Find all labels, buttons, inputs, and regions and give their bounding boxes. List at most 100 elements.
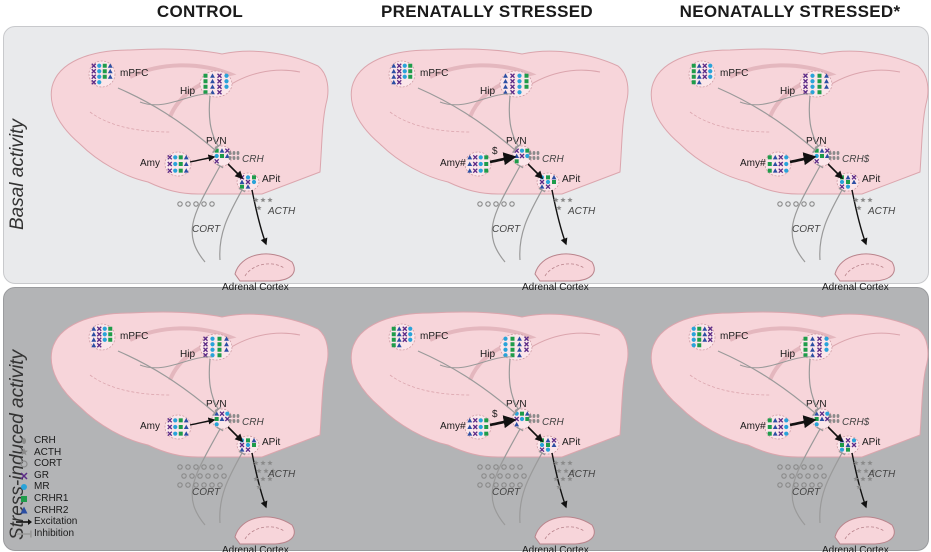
gr-marker <box>803 84 808 90</box>
crh-particle <box>236 151 240 155</box>
pvn-cluster <box>811 408 833 430</box>
mr-marker <box>251 179 257 185</box>
amy-label: Amy# <box>740 158 766 169</box>
crhr2-marker <box>245 184 251 189</box>
hip-label: Hip <box>480 86 495 97</box>
gr-marker <box>519 153 525 159</box>
mr-marker <box>97 80 102 85</box>
crhr1-marker <box>203 79 208 84</box>
crhr1-marker <box>484 425 489 429</box>
mr-marker <box>814 153 819 159</box>
acth-particle <box>553 197 559 203</box>
adrenal-medulla <box>544 263 585 277</box>
crh-particle <box>836 156 840 160</box>
crhr2-marker <box>824 84 829 89</box>
mr-marker <box>519 416 525 422</box>
acth-particle <box>870 468 876 474</box>
mr-marker <box>824 336 829 341</box>
crhr2-marker <box>819 148 825 153</box>
cort-label: CORT <box>492 487 521 498</box>
crh-particle <box>528 419 532 423</box>
cort-label: CORT <box>192 487 221 498</box>
hip-label: Hip <box>180 349 195 360</box>
gr-marker <box>217 73 222 79</box>
gr-marker <box>96 331 102 337</box>
gr-marker <box>96 326 102 332</box>
gr-marker <box>707 326 713 332</box>
cort-particle <box>505 473 511 479</box>
gr-marker <box>203 341 208 347</box>
inhibition-mpfc-pvn <box>417 350 518 417</box>
crh-particle <box>536 414 540 418</box>
acth-particle <box>567 460 573 466</box>
mr-marker <box>708 74 713 79</box>
crhr2-marker <box>183 154 189 160</box>
crhr2-marker <box>183 168 189 173</box>
crhr2-marker <box>91 326 97 331</box>
cort-particle <box>193 201 199 207</box>
cort-particle <box>193 482 199 488</box>
cort-particle <box>509 201 515 207</box>
crh-particle <box>836 419 840 423</box>
cort-particle <box>493 201 499 207</box>
crhr1-marker <box>767 431 772 436</box>
inhibition-hip-pvn <box>808 95 822 149</box>
mr-marker <box>503 347 508 352</box>
crh-label: CRH <box>542 154 564 165</box>
cort-particle <box>805 473 811 479</box>
crhr1-marker <box>178 418 183 423</box>
crhr2-marker <box>696 63 702 68</box>
crhr2-marker <box>224 347 229 352</box>
mr-marker <box>839 179 845 185</box>
crhr1-marker <box>102 63 107 68</box>
acth-particle <box>556 205 562 211</box>
excitation-pvn-apit <box>527 426 544 443</box>
mr-marker <box>810 90 815 95</box>
cort-particle <box>513 473 519 479</box>
cort-particle <box>809 464 815 470</box>
cort-particle <box>485 464 491 470</box>
crhr2-marker <box>467 168 473 173</box>
crhr2-marker <box>824 73 829 78</box>
crhr1-marker <box>546 443 550 447</box>
mr-marker <box>245 442 251 448</box>
crhr1-marker <box>102 69 107 74</box>
mr-marker <box>210 353 215 358</box>
acth-icon <box>14 447 34 457</box>
crhr1-marker <box>178 162 183 166</box>
acth-particle <box>856 205 862 211</box>
inhibition-hip-mpfc <box>439 356 513 369</box>
gr-marker <box>551 437 557 443</box>
adrenal-cortex-shape <box>834 253 895 282</box>
apit-label: APit <box>262 174 281 185</box>
gr-marker <box>167 431 173 437</box>
cort-particle <box>797 473 803 479</box>
cort-particle <box>189 473 195 479</box>
inhibition-icon <box>14 529 34 539</box>
amy-cluster <box>464 414 492 440</box>
cort-particle <box>777 482 783 488</box>
mr-marker <box>173 431 178 436</box>
mr-marker <box>224 73 229 78</box>
gr-marker <box>824 416 830 422</box>
acth-particle <box>856 468 862 474</box>
mr-marker <box>210 347 215 352</box>
brain-fold <box>389 111 471 133</box>
cort-particle <box>477 464 483 470</box>
gr-marker <box>545 184 551 190</box>
crhr1-marker <box>108 326 113 331</box>
mr-marker <box>102 332 107 337</box>
mr-marker <box>173 424 178 430</box>
crhr1-marker <box>391 337 396 342</box>
crhr2-marker <box>772 154 778 160</box>
mr-marker <box>478 155 483 160</box>
crh-particle <box>528 151 532 155</box>
acth-label: ACTH <box>267 206 296 217</box>
gr-marker <box>217 89 222 95</box>
acth-particle <box>867 476 873 482</box>
acth-label: ACTH <box>567 206 596 217</box>
mpfc-cluster <box>688 323 716 351</box>
crhr1-marker <box>391 343 396 348</box>
excitation-amy-pvn <box>489 415 517 429</box>
gr-marker <box>778 431 784 437</box>
